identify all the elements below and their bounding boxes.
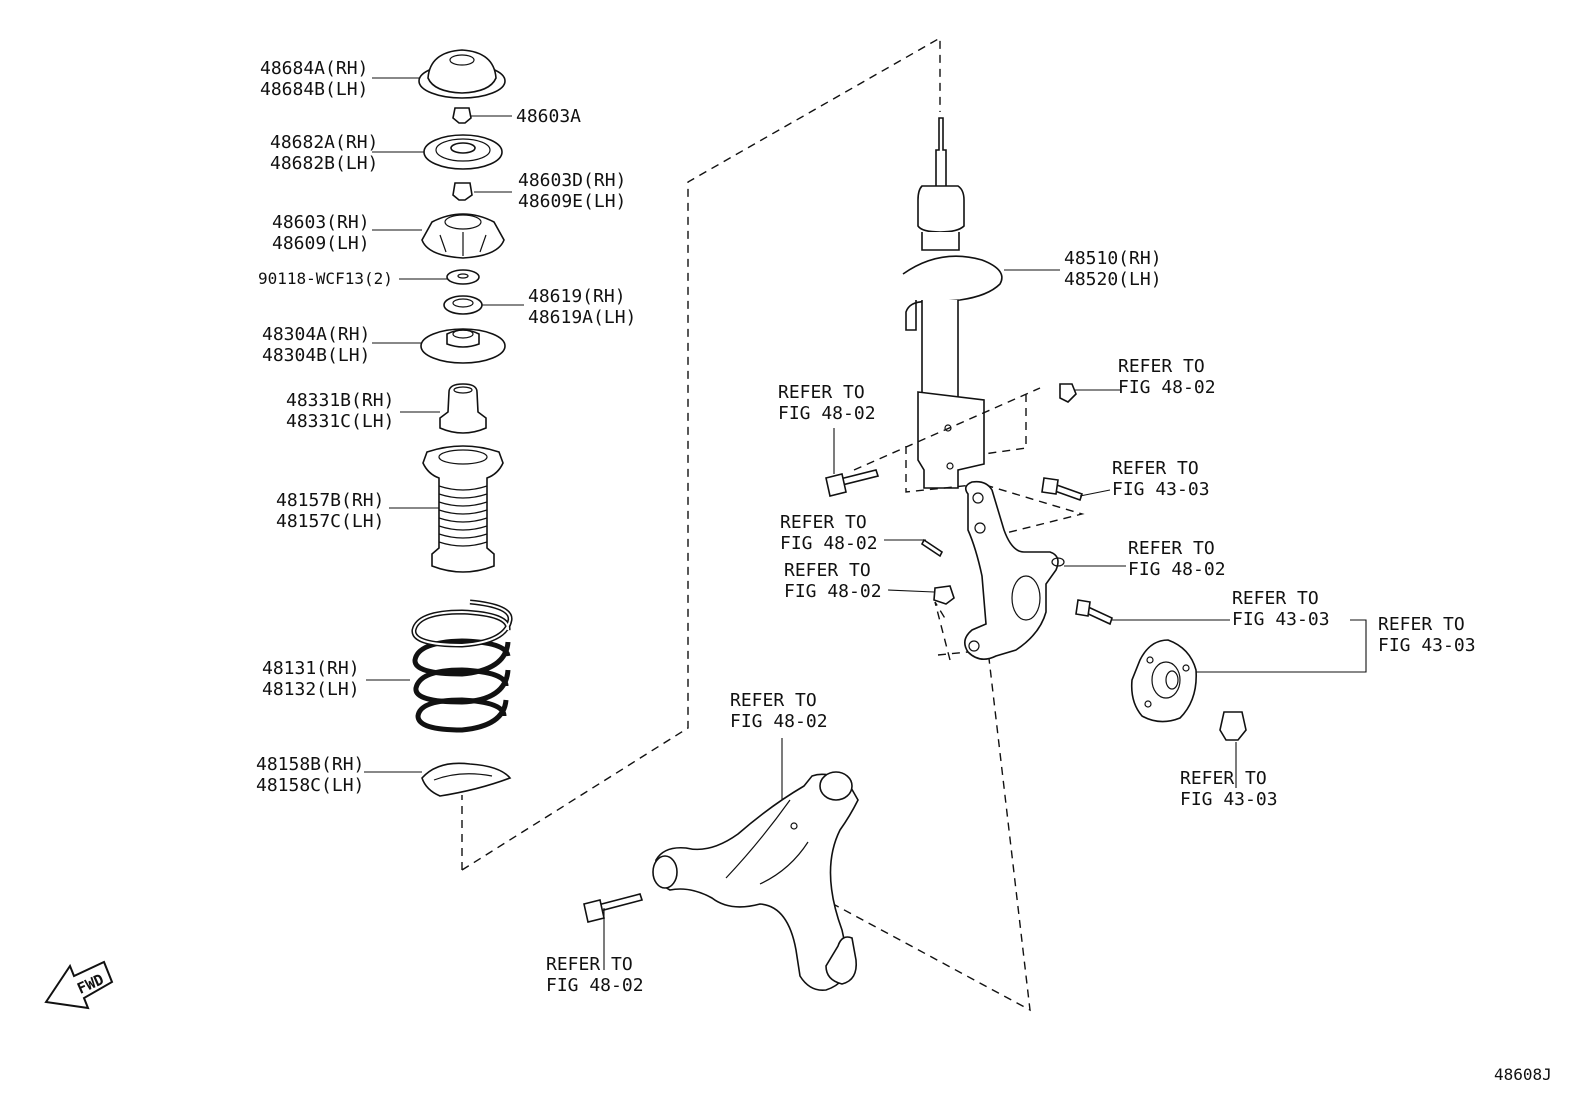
- label-line: REFER TO: [1118, 356, 1205, 377]
- shock-absorber[interactable]: [902, 117, 1003, 489]
- label-line: 48131(RH): [262, 658, 360, 679]
- label-48684: 48684A(RH)48684B(LH): [260, 58, 368, 100]
- suspension-support[interactable]: [421, 213, 505, 259]
- label-line: 48304A(RH): [262, 324, 370, 345]
- label-line: REFER TO: [1378, 614, 1465, 635]
- nut-48603a[interactable]: [452, 107, 472, 124]
- label-line: 48684A(RH): [260, 58, 368, 79]
- label-line: REFER TO: [780, 512, 867, 533]
- label-line: FIG 43-03: [1112, 479, 1210, 500]
- label-48619: 48619(RH)48619A(LH): [528, 286, 636, 328]
- label-line: 48158B(RH): [256, 754, 364, 775]
- dust-boot[interactable]: [422, 445, 504, 573]
- label-48131: 48131(RH)48132(LH): [262, 658, 360, 700]
- label-48331: 48331B(RH)48331C(LH): [286, 390, 394, 432]
- label-line: REFER TO: [784, 560, 871, 581]
- label-line: FIG 48-02: [1118, 377, 1216, 398]
- label-line: REFER TO: [730, 690, 817, 711]
- label-line: FIG 43-03: [1180, 789, 1278, 810]
- upper-insulator-cap[interactable]: [418, 49, 506, 99]
- label-line: 48603D(RH): [518, 170, 626, 191]
- label-line: 48682B(LH): [270, 153, 378, 174]
- label-line: 48158C(LH): [256, 775, 364, 796]
- label-line: 48157C(LH): [276, 511, 384, 532]
- lower-arm-bolt[interactable]: [583, 893, 644, 923]
- label-line: FIG 43-03: [1378, 635, 1476, 656]
- lower-control-arm[interactable]: [652, 771, 859, 992]
- suspension-support-bearing[interactable]: [423, 134, 503, 170]
- hub-nut[interactable]: [1219, 711, 1247, 741]
- label-line: 48609E(LH): [518, 191, 626, 212]
- lower-spring-insulator[interactable]: [421, 762, 512, 797]
- label-line: 90118-WCF13(2): [258, 269, 393, 288]
- coil-spring[interactable]: [411, 599, 513, 733]
- label-line: 48684B(LH): [260, 79, 368, 100]
- upper-spring-seat[interactable]: [420, 328, 506, 364]
- label-line: FIG 48-02: [1128, 559, 1226, 580]
- washer-90118[interactable]: [446, 269, 480, 285]
- label-line: 48510(RH): [1064, 248, 1162, 269]
- label-line: 48304B(LH): [262, 345, 370, 366]
- label-line: 48603A: [516, 106, 581, 127]
- label-line: FIG 48-02: [780, 533, 878, 554]
- fwd-arrow-icon: FWD: [44, 960, 114, 1010]
- label-48603a: 48603A: [516, 106, 581, 127]
- knuckle-bolt-upper[interactable]: [1041, 477, 1084, 502]
- knuckle-nut[interactable]: [933, 585, 955, 605]
- label-line: 48331C(LH): [286, 411, 394, 432]
- bump-stopper[interactable]: [439, 383, 487, 434]
- hub-bearing[interactable]: [1130, 639, 1197, 723]
- hub-bolt[interactable]: [1075, 599, 1113, 626]
- label-line: 48132(LH): [262, 679, 360, 700]
- boot-bellows: [438, 485, 488, 547]
- label-line: 48682A(RH): [270, 132, 378, 153]
- assembly-outline: [461, 36, 941, 871]
- label-line: FIG 48-02: [784, 581, 882, 602]
- label-line: 48609(LH): [272, 233, 370, 254]
- label-line: REFER TO: [1128, 538, 1215, 559]
- spacer-48619[interactable]: [443, 295, 483, 315]
- label-line: REFER TO: [1232, 588, 1319, 609]
- label-line: 48619(RH): [528, 286, 626, 307]
- label-line: 48603(RH): [272, 212, 370, 233]
- label-48603d: 48603D(RH)48609E(LH): [518, 170, 626, 212]
- label-line: FIG 48-02: [730, 711, 828, 732]
- label-line: 48619A(LH): [528, 307, 636, 328]
- steering-knuckle[interactable]: [964, 480, 1065, 660]
- label-48157: 48157B(RH)48157C(LH): [276, 490, 384, 532]
- label-line: FIG 43-03: [1232, 609, 1330, 630]
- label-line: 48331B(RH): [286, 390, 394, 411]
- label-48304: 48304A(RH)48304B(LH): [262, 324, 370, 366]
- label-line: 48157B(RH): [276, 490, 384, 511]
- nut-48603d[interactable]: [452, 182, 473, 201]
- label-48603: 48603(RH)48609(LH): [272, 212, 370, 254]
- label-line: 48520(LH): [1064, 269, 1162, 290]
- label-48682: 48682A(RH)48682B(LH): [270, 132, 378, 174]
- label-48158: 48158B(RH)48158C(LH): [256, 754, 364, 796]
- label-48510: 48510(RH)48520(LH): [1064, 248, 1162, 290]
- label-90118: 90118-WCF13(2): [258, 269, 393, 288]
- strut-bolt-lower[interactable]: [825, 469, 880, 497]
- label-line: FIG 48-02: [546, 975, 644, 996]
- label-line: REFER TO: [778, 382, 865, 403]
- label-line: REFER TO: [1112, 458, 1199, 479]
- strut-nut[interactable]: [1059, 383, 1077, 403]
- label-line: REFER TO: [1180, 768, 1267, 789]
- label-line: REFER TO: [546, 954, 633, 975]
- label-line: FIG 48-02: [778, 403, 876, 424]
- diagram-id: 48608J: [1494, 1065, 1552, 1084]
- small-clip[interactable]: [920, 538, 944, 558]
